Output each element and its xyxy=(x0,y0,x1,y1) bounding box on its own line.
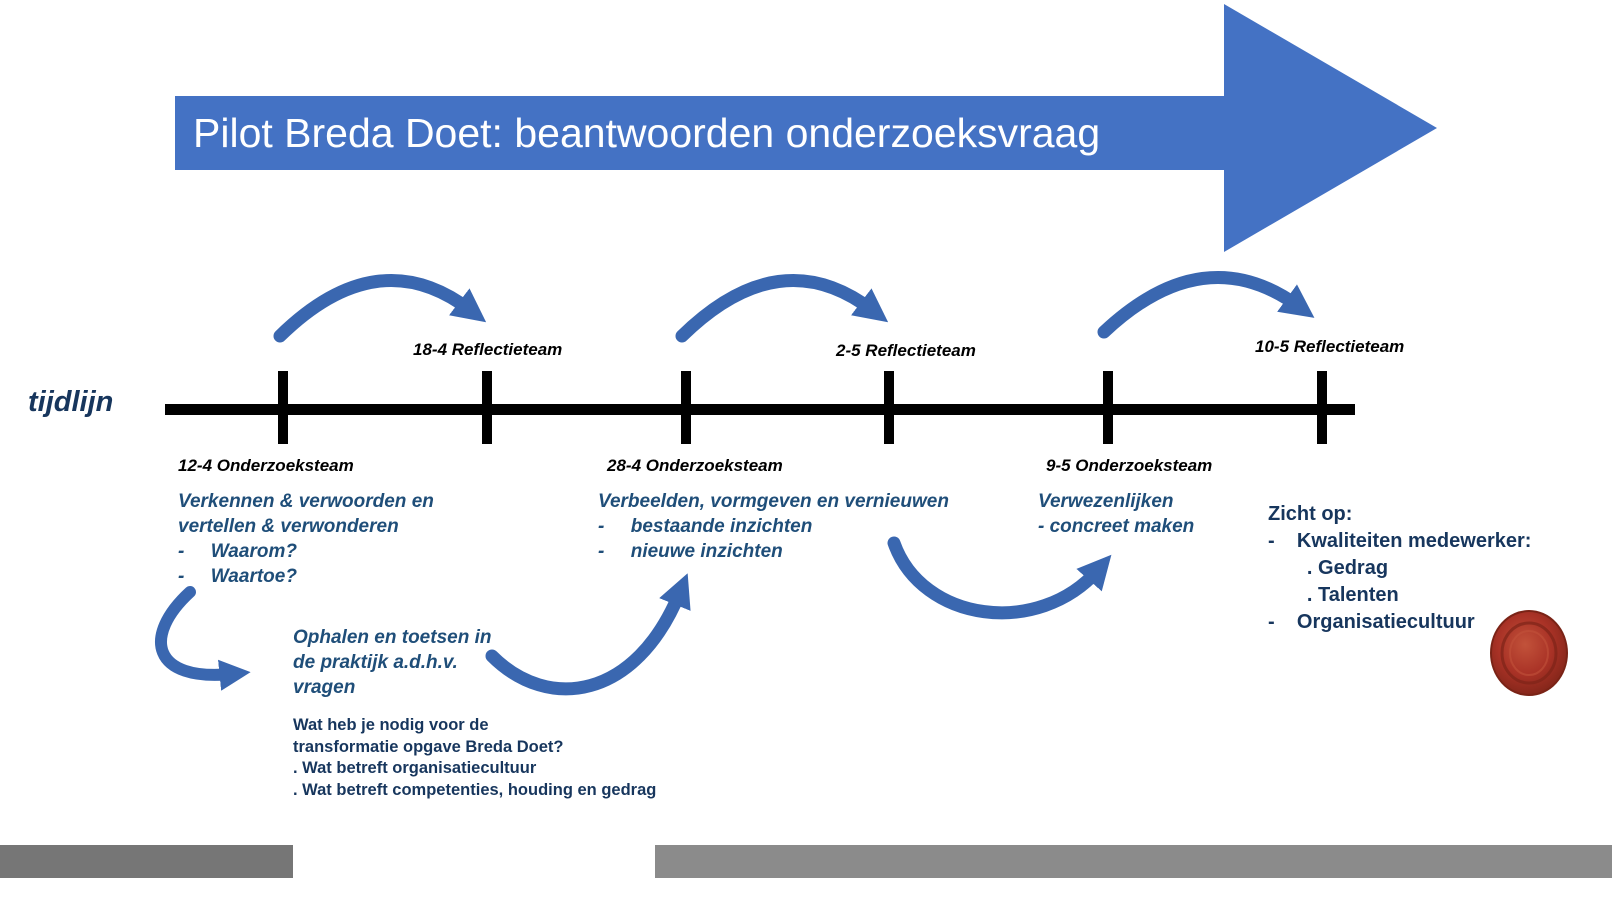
reflectieteam-label-1: 18-4 Reflectieteam xyxy=(413,340,563,359)
onderzoeksteam-label-1: 12-4 Onderzoeksteam xyxy=(178,456,354,475)
timeline-tick xyxy=(278,371,288,444)
timeline-tick xyxy=(681,371,691,444)
timeline-line xyxy=(165,404,1355,415)
onderzoeksteam-label-2: 28-4 Onderzoeksteam xyxy=(607,456,783,475)
zicht-op-text: Zicht op: - Kwaliteiten medewerker: . Ge… xyxy=(1268,503,1532,633)
curve-arrow-waartoe-to-ophalen-icon xyxy=(155,586,251,691)
timeline-tick xyxy=(884,371,894,444)
page-title: Pilot Breda Doet: beantwoorden onderzoek… xyxy=(193,109,1101,156)
footer-bar-right xyxy=(655,845,1612,878)
timeline-tick xyxy=(482,371,492,444)
arc-arrow-2-icon xyxy=(675,274,889,343)
phase-verbeelden-text: Verbeelden, vormgeven en vernieuwen - be… xyxy=(598,491,949,562)
phase-verkennen-text: Verkennen & verwoorden en vertellen & ve… xyxy=(178,491,434,587)
timeline-tick xyxy=(1317,371,1327,444)
timeline-axis-label: tijdlijn xyxy=(28,386,114,418)
onderzoeksteam-label-3: 9-5 Onderzoeksteam xyxy=(1046,456,1213,475)
phase-verwezenlijken-text: Verwezenlijken - concreet maken xyxy=(1038,491,1195,537)
reflectieteam-label-3: 10-5 Reflectieteam xyxy=(1255,337,1405,356)
curve-arrow-ophalen-to-28-4-icon xyxy=(485,573,691,696)
title-banner-arrow: Pilot Breda Doet: beantwoorden onderzoek… xyxy=(175,96,1224,170)
wax-seal-icon xyxy=(1490,610,1568,696)
reflectieteam-label-2: 2-5 Reflectieteam xyxy=(836,341,976,360)
transformatie-vragen-text: Wat heb je nodig voor de transformatie o… xyxy=(293,716,657,799)
ophalen-toetsen-text: Ophalen en toetsen in de praktijk a.d.h.… xyxy=(293,627,492,698)
arc-arrow-3-icon xyxy=(1097,271,1315,339)
timeline-tick xyxy=(1103,371,1113,444)
footer-bar-left xyxy=(0,845,293,878)
title-banner-arrowhead-icon xyxy=(1224,4,1437,252)
arc-arrow-1-icon xyxy=(273,274,487,343)
